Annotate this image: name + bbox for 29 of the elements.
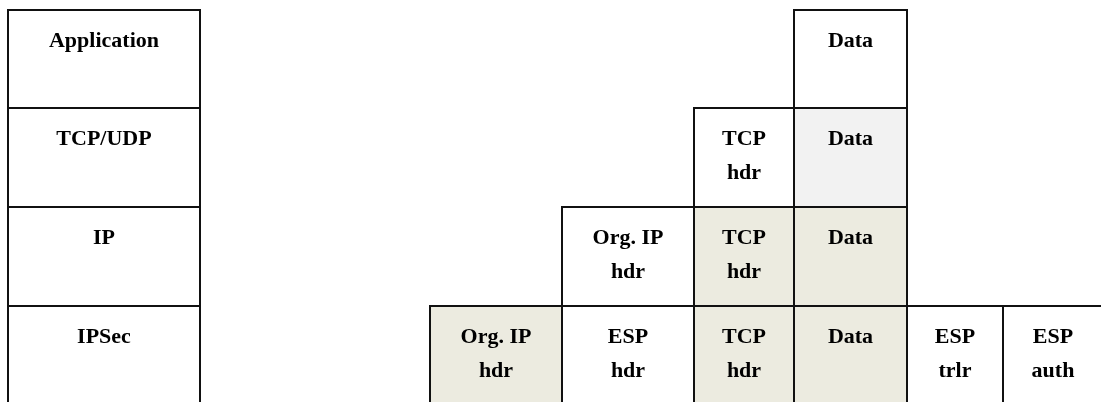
- table-cell: [693, 107, 795, 208]
- cell-label: ESP hdr: [606, 322, 650, 384]
- table-cell: [561, 206, 695, 307]
- table-cell: [693, 206, 795, 307]
- cell-label: TCP hdr: [721, 124, 767, 186]
- table-cell: [7, 9, 201, 109]
- table-cell: [7, 107, 201, 208]
- cell-label: TCP hdr: [721, 223, 767, 285]
- cell-label: Data: [827, 124, 874, 152]
- table-cell: [429, 305, 563, 402]
- cell-label: IP: [93, 223, 115, 251]
- table-cell: [793, 206, 908, 307]
- cell-label: TCP hdr: [721, 322, 767, 384]
- cell-label: ESP auth: [1030, 322, 1076, 384]
- table-cell: [793, 305, 908, 402]
- cell-label: TCP/UDP: [56, 124, 152, 152]
- cell-label: IPSec: [77, 322, 131, 350]
- cell-label: Data: [827, 322, 874, 350]
- cell-label: ESP trlr: [933, 322, 977, 384]
- cell-label: Org. IP hdr: [591, 223, 665, 285]
- cell-label: Application: [49, 26, 159, 54]
- table-cell: [7, 305, 201, 402]
- table-cell: [693, 305, 795, 402]
- cell-label: Org. IP hdr: [459, 322, 533, 384]
- cell-label: Data: [827, 26, 874, 54]
- table-cell: [7, 206, 201, 307]
- table-cell: [793, 9, 908, 109]
- cell-label: Data: [827, 223, 874, 251]
- table-cell: [793, 107, 908, 208]
